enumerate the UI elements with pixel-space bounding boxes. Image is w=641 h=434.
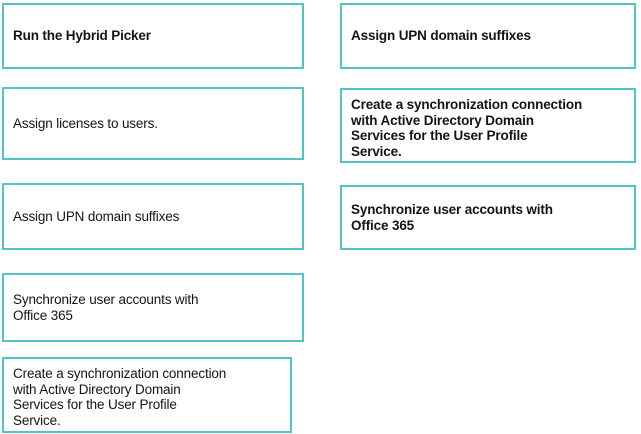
- card-label: Assign UPN domain suffixes: [13, 208, 180, 224]
- card-label: Synchronize user accounts with Office 36…: [13, 292, 199, 323]
- card-label: Assign UPN domain suffixes: [351, 28, 531, 44]
- list-item[interactable]: Assign UPN domain suffixes: [340, 3, 636, 69]
- list-item[interactable]: Assign licenses to users.: [2, 87, 304, 160]
- card-label: Assign licenses to users.: [13, 115, 158, 131]
- card-label: Synchronize user accounts with Office 36…: [351, 202, 553, 233]
- list-item[interactable]: Create a synchronization connection with…: [340, 88, 636, 163]
- card-label: Create a synchronization connection with…: [13, 366, 227, 428]
- list-item[interactable]: Synchronize user accounts with Office 36…: [2, 273, 304, 342]
- list-item[interactable]: Assign UPN domain suffixes: [2, 183, 304, 250]
- list-item[interactable]: Synchronize user accounts with Office 36…: [340, 185, 636, 250]
- list-item[interactable]: Run the Hybrid Picker: [2, 3, 304, 69]
- card-label: Create a synchronization connection with…: [351, 97, 583, 159]
- card-label: Run the Hybrid Picker: [13, 28, 151, 44]
- list-item[interactable]: Create a synchronization connection with…: [2, 357, 292, 433]
